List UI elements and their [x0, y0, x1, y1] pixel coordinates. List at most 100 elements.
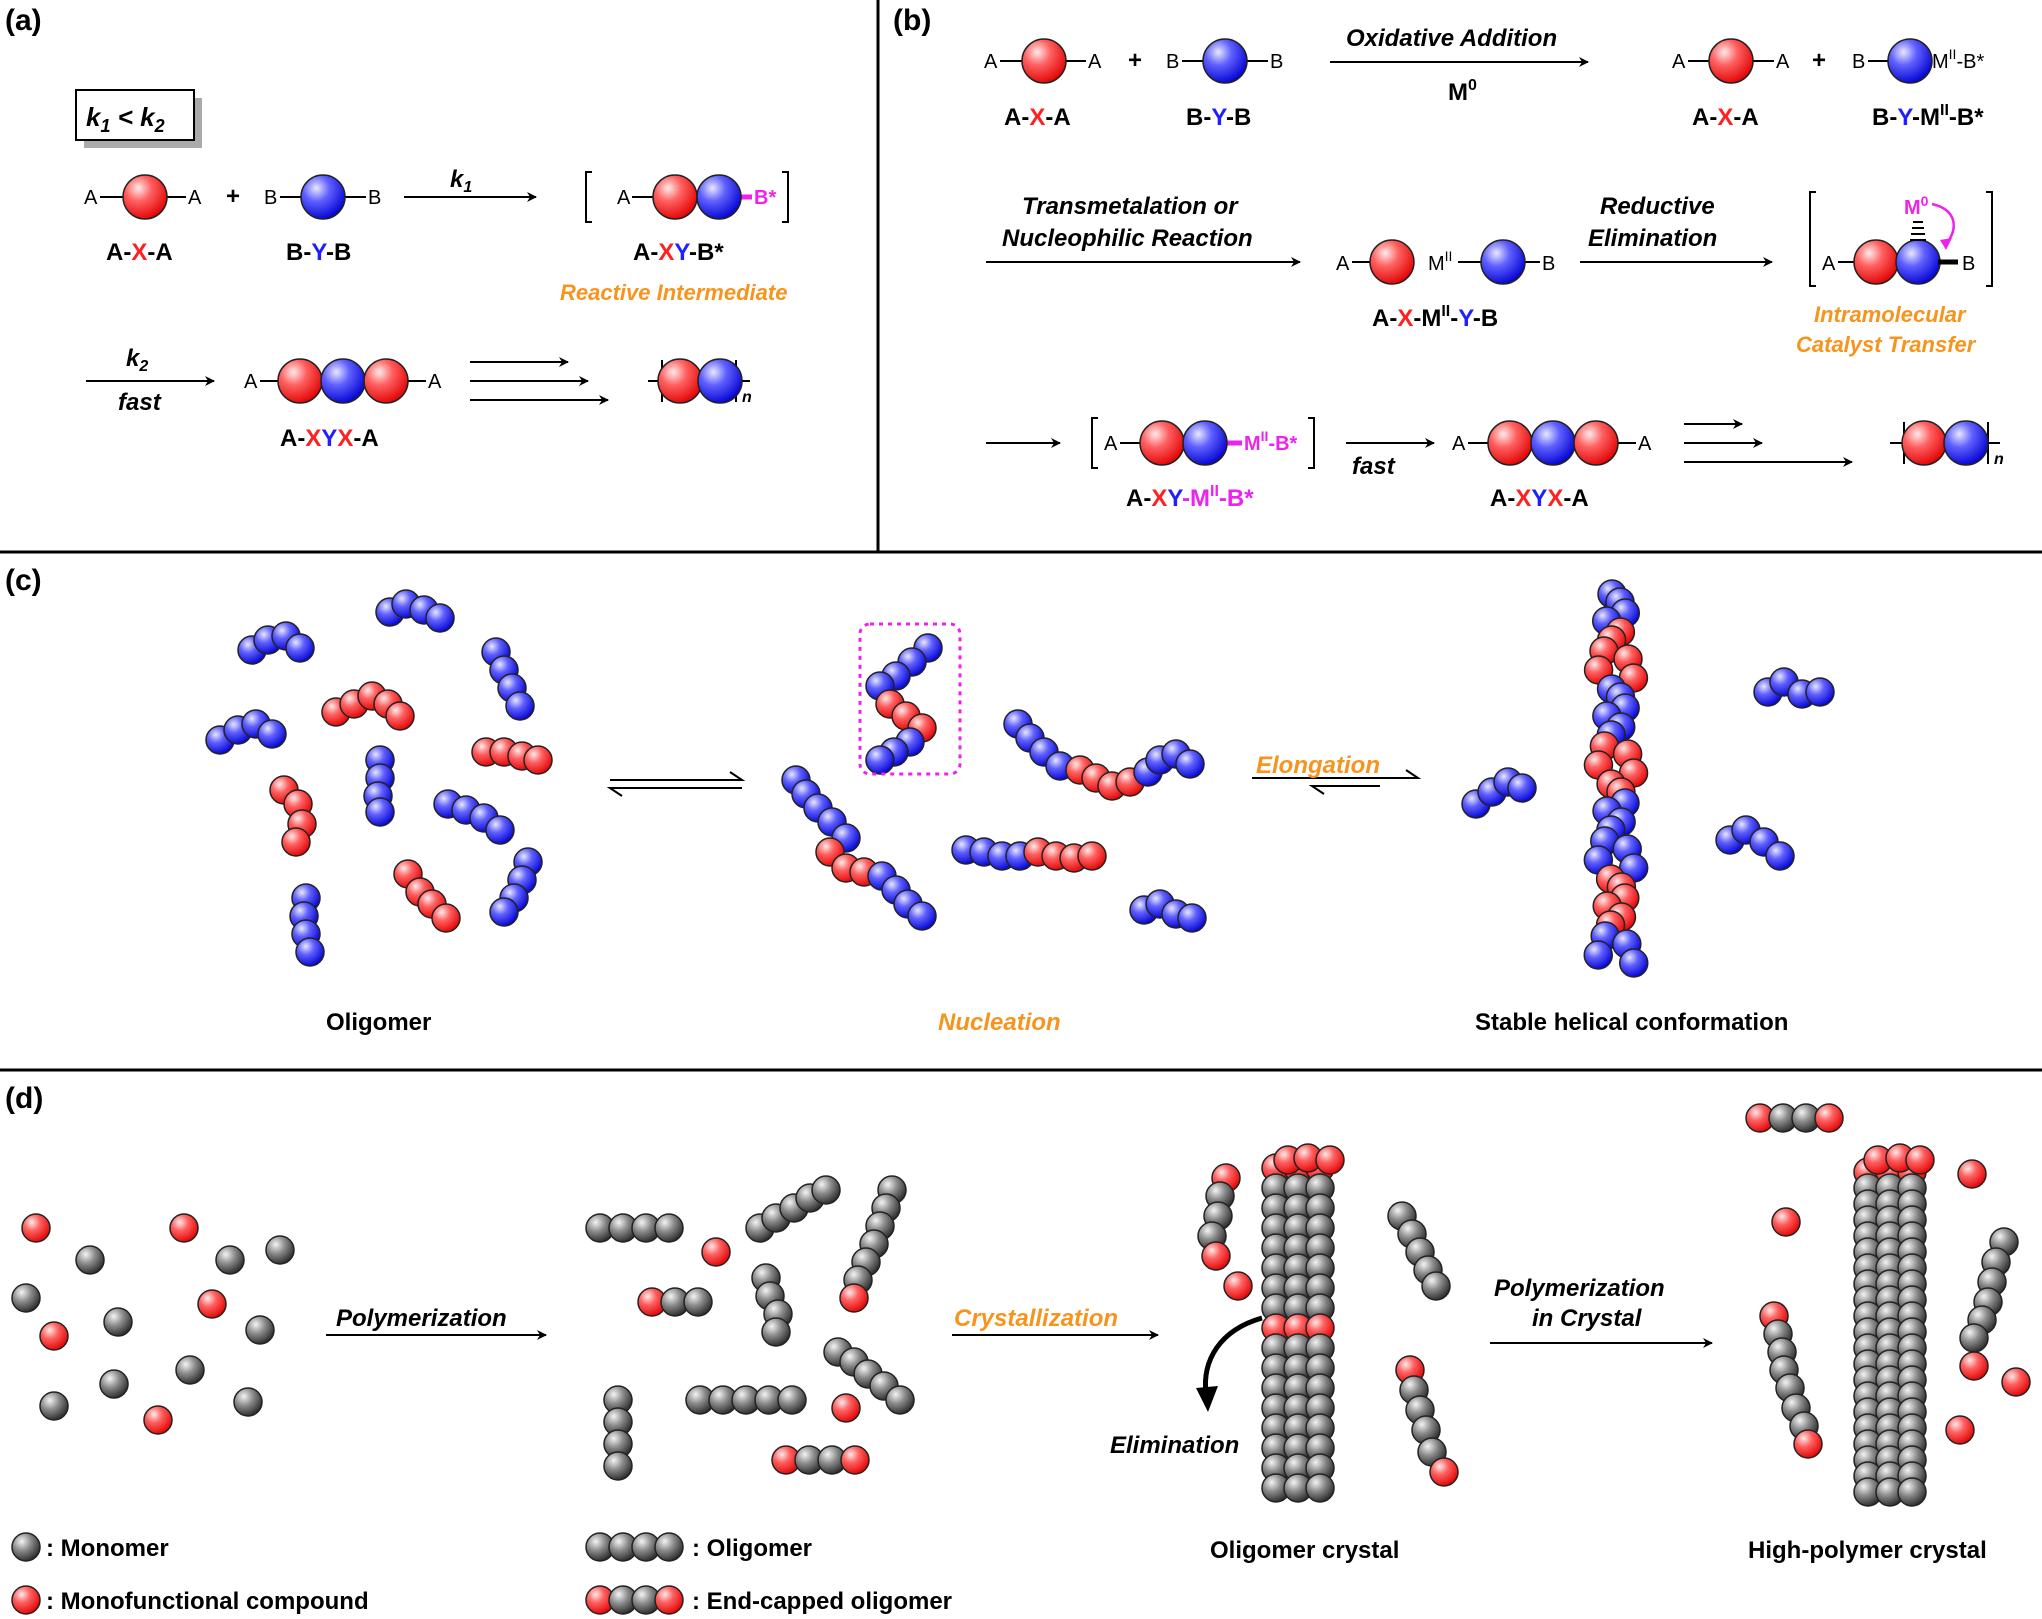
svg-text:n: n: [1994, 451, 2004, 468]
svg-text:High-polymer crystal: High-polymer crystal: [1748, 1537, 1987, 1564]
bead: [1315, 1145, 1345, 1175]
svg-text:MII-B*: MII-B*: [1932, 46, 1984, 73]
panel-c-chains: [205, 579, 1835, 978]
bead: [21, 1213, 51, 1243]
bead: [169, 1213, 199, 1243]
bead: [39, 1321, 69, 1351]
bead: [811, 1175, 841, 1205]
chain: [269, 775, 317, 857]
svg-text:k1: k1: [450, 166, 472, 196]
svg-text:A-XYX-A: A-XYX-A: [1490, 485, 1589, 512]
chain: [375, 589, 455, 633]
bead: [431, 903, 461, 933]
chain: [585, 1213, 684, 1243]
panel-a-label: (a): [5, 4, 42, 37]
chain: [471, 737, 553, 775]
svg-text:A: A: [188, 187, 202, 209]
bead: [777, 1385, 807, 1415]
bead: [1583, 940, 1613, 970]
svg-text:B: B: [264, 187, 277, 209]
bead: [1619, 948, 1649, 978]
chain: [489, 847, 543, 927]
svg-text:A-X-A: A-X-A: [106, 239, 173, 266]
bead: [839, 1283, 869, 1313]
bead: [654, 1213, 684, 1243]
bead: [197, 1289, 227, 1319]
bead: [1905, 1145, 1935, 1175]
equilibrium-arrows: [606, 771, 746, 797]
svg-text:A: A: [428, 371, 442, 393]
chain: [1745, 1103, 1844, 1133]
multistep-arrows: [470, 357, 609, 405]
bead: [281, 827, 311, 857]
bead: [1305, 1473, 1335, 1503]
bead: [295, 937, 325, 967]
bead: [485, 815, 515, 845]
bead: [1429, 1457, 1459, 1487]
bead: [1945, 1415, 1975, 1445]
svg-text:Intramolecular: Intramolecular: [1814, 302, 1967, 327]
svg-text:Elongation: Elongation: [1256, 752, 1380, 779]
svg-text:Crystallization: Crystallization: [954, 1305, 1118, 1332]
svg-text:Polymerization: Polymerization: [1494, 1275, 1665, 1302]
chain: [771, 1445, 870, 1475]
bead: [143, 1405, 173, 1435]
chain: [433, 789, 515, 845]
chain: [1387, 1201, 1451, 1301]
svg-text:A: A: [244, 371, 258, 393]
bead: [831, 1393, 861, 1423]
chain: [1715, 815, 1795, 871]
bead: [285, 633, 315, 663]
svg-text:A: A: [1822, 253, 1836, 275]
svg-text:A: A: [1104, 433, 1118, 455]
svg-text:Oligomer: Oligomer: [326, 1009, 431, 1036]
svg-text:B-Y-B: B-Y-B: [1186, 104, 1251, 131]
chain: [781, 765, 937, 931]
bead: [1805, 677, 1835, 707]
svg-text:A-XYX-A: A-XYX-A: [280, 425, 379, 452]
chain: [1197, 1163, 1241, 1271]
panel-c-label: (c): [5, 564, 42, 597]
intermediate-axyb: A B* A-XY-B* Reactive Intermediate: [560, 171, 789, 305]
polymer-repeat-unit: n: [648, 358, 752, 406]
b-intermediate-axmyb: A MII B A-X-MII-Y-B: [1336, 239, 1555, 332]
panel-b: (b) A A A-X-A + B B B-Y-B Oxidative Addi…: [893, 4, 2004, 512]
svg-text:Polymerization: Polymerization: [336, 1305, 507, 1332]
b-polymer-repeat-unit: n: [1890, 420, 2004, 468]
bead: [245, 1315, 275, 1345]
chain: [1461, 767, 1537, 819]
svg-text:fast: fast: [118, 389, 162, 416]
svg-text:A: A: [984, 51, 998, 73]
svg-text:Stable helical conformation: Stable helical conformation: [1475, 1009, 1788, 1036]
svg-text:B-Y-B: B-Y-B: [286, 239, 351, 266]
svg-text:M0: M0: [1904, 193, 1929, 219]
svg-text:B: B: [1270, 51, 1283, 73]
svg-text:A: A: [1452, 433, 1466, 455]
b-product-axa: A A A-X-A: [1672, 38, 1790, 131]
svg-text:Transmetalation or: Transmetalation or: [1022, 193, 1239, 220]
bead: [215, 1245, 245, 1275]
chain: [745, 1175, 841, 1243]
svg-text:A: A: [1336, 253, 1350, 275]
svg-text:Reductive: Reductive: [1600, 193, 1715, 220]
svg-text:+: +: [226, 183, 240, 210]
svg-text:Elimination: Elimination: [1110, 1432, 1239, 1459]
panel-d-chains: [11, 1103, 2031, 1507]
chain: [823, 1337, 915, 1415]
chain: [1959, 1227, 2019, 1353]
panel-d: (d) Polymerization Crystallization Elimi…: [5, 1082, 2031, 1615]
bead: [175, 1355, 205, 1385]
bead: [265, 1235, 295, 1265]
bead: [233, 1387, 263, 1417]
svg-text:A: A: [84, 187, 98, 209]
svg-text:A-XY-MII-B*: A-XY-MII-B*: [1126, 483, 1254, 512]
chain: [321, 681, 415, 731]
svg-text:A: A: [1638, 433, 1652, 455]
svg-text:in Crystal: in Crystal: [1532, 1305, 1643, 1332]
bead: [840, 1445, 870, 1475]
bead: [2001, 1367, 2031, 1397]
elongation-arrows: [1252, 769, 1422, 795]
chain: [1003, 709, 1205, 801]
svg-text:B: B: [1166, 51, 1179, 73]
chain: [289, 883, 325, 967]
